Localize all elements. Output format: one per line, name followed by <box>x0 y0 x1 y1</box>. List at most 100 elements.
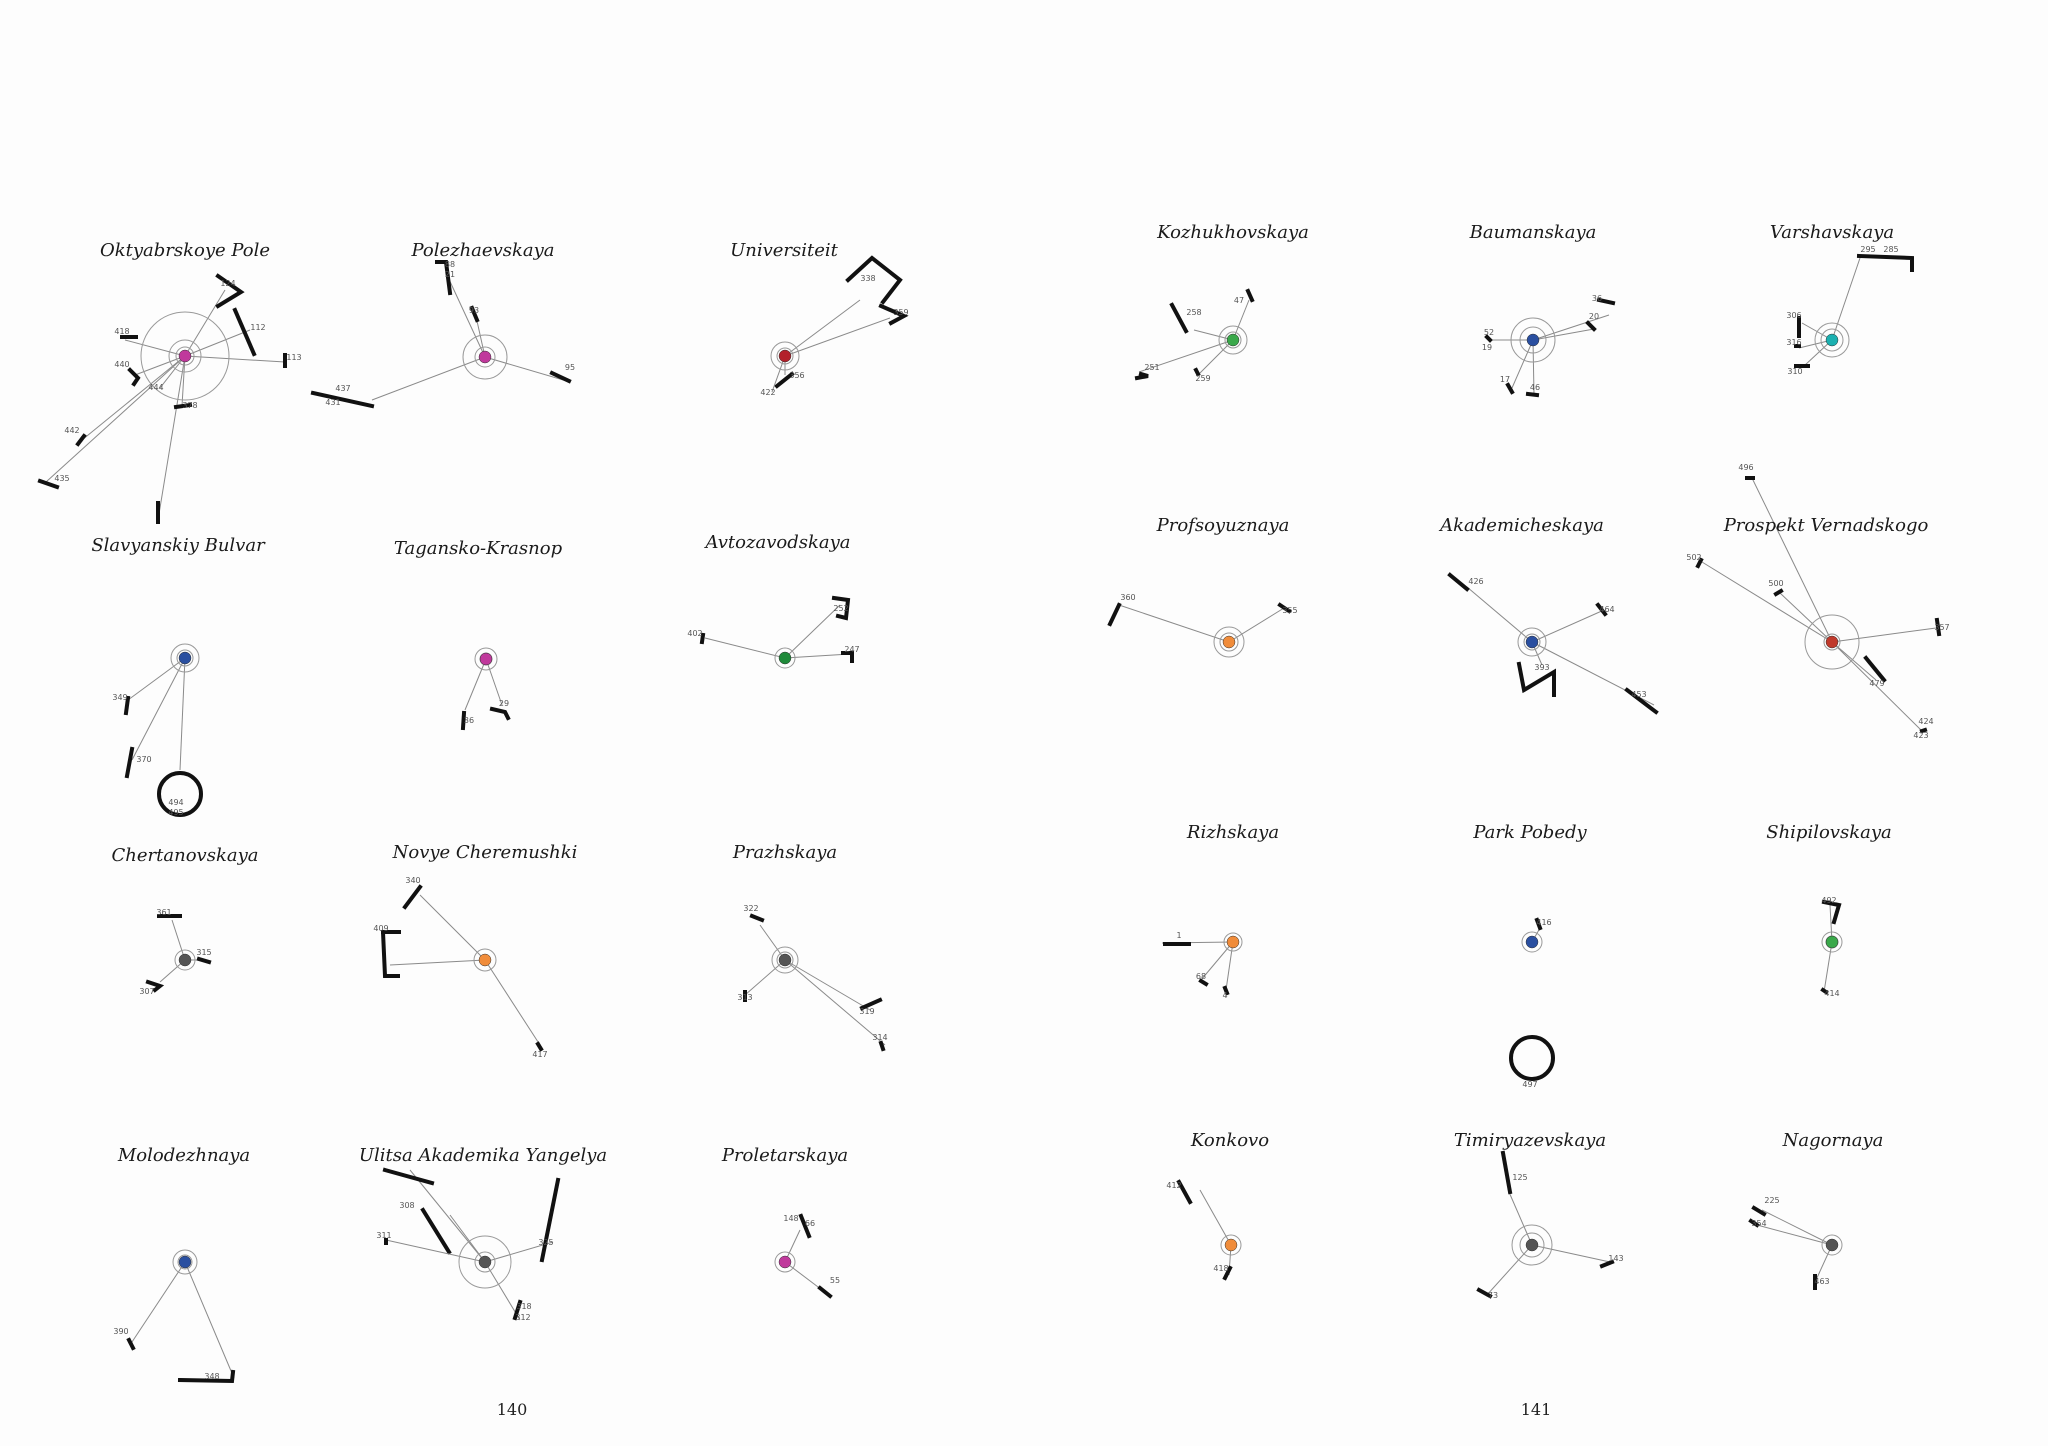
building-mark <box>1751 1205 1767 1217</box>
radius-ring <box>177 1254 193 1270</box>
connection-line <box>157 355 186 521</box>
station-title-universiteit: Universiteit <box>730 240 838 261</box>
building-id-label: 418 <box>1213 1264 1228 1273</box>
building-id-label: 354 <box>1751 1219 1766 1228</box>
connection-line <box>1532 328 1595 341</box>
connection-line <box>784 299 861 357</box>
building-id-label: 112 <box>250 323 265 332</box>
building-id-label: 113 <box>286 353 301 362</box>
building-mark <box>382 1167 435 1186</box>
building-id-label: 357 <box>1934 623 1949 632</box>
station-title-prospekt-vernadskogo: Prospekt Vernadskogo <box>1723 515 1929 536</box>
station-marker <box>1222 635 1236 649</box>
radius-ring <box>1804 614 1860 670</box>
building-mark <box>1176 1179 1193 1205</box>
building-id-label: 95 <box>565 363 575 372</box>
building-id-label: 422 <box>760 388 775 397</box>
building-id-label: 492 <box>1821 896 1836 905</box>
connection-line <box>1815 1244 1833 1281</box>
building-mark <box>1484 334 1493 343</box>
radius-ring <box>1510 317 1556 363</box>
connection-line <box>181 355 186 407</box>
building-id-label: 361 <box>156 908 171 917</box>
connection-line <box>1193 329 1234 341</box>
building-id-label: 318 <box>516 1302 531 1311</box>
radius-ring <box>1218 325 1248 355</box>
connection-line <box>409 1169 486 1263</box>
connection-line <box>45 355 186 483</box>
building-mark <box>310 390 375 409</box>
building-mark <box>402 884 423 910</box>
building-id-label: 310 <box>1787 367 1802 376</box>
connection-line <box>484 1261 521 1321</box>
building-mark <box>549 370 572 384</box>
station-title-timiryazevskaya: Timiryazevskaya <box>1453 1130 1607 1151</box>
building-id-label: 1 <box>1176 931 1181 940</box>
building-id-label: 66 <box>805 1219 815 1228</box>
building-id-label: 295 <box>1860 245 1875 254</box>
building-id-label: 500 <box>1768 579 1783 588</box>
radius-ring <box>140 311 230 401</box>
building-mark <box>173 402 193 410</box>
building-id-label: 21 <box>445 270 455 279</box>
building-mark <box>380 929 401 978</box>
building-id-label: 312 <box>515 1313 530 1322</box>
building-mark <box>1748 1218 1760 1228</box>
connection-line <box>184 289 226 357</box>
building-mark <box>469 305 480 323</box>
connection-line <box>744 959 786 996</box>
building-id-label: 409 <box>373 924 388 933</box>
radius-ring <box>1519 326 1547 354</box>
building-mark <box>145 979 165 993</box>
radius-ring <box>474 346 496 368</box>
radius-ring <box>473 948 497 972</box>
radius-ring <box>774 1251 796 1273</box>
connection-line <box>1531 1244 1611 1263</box>
building-id-label: 93 <box>469 306 479 315</box>
station-title-tagansko-krasnop: Tagansko-Krasnop <box>393 538 563 559</box>
building-mark <box>1624 687 1659 715</box>
building-mark <box>1863 655 1887 683</box>
building-id-label: 124 <box>220 279 235 288</box>
building-mark <box>489 706 511 721</box>
connection-line <box>1823 941 1833 993</box>
page-number-left: 140 <box>496 1400 528 1419</box>
station-title-baumanskaya: Baumanskaya <box>1469 222 1597 243</box>
radius-ring <box>771 946 799 974</box>
radius-ring <box>1821 1234 1843 1256</box>
building-id-label: 497 <box>1522 1080 1537 1089</box>
building-id-label: 442 <box>64 426 79 435</box>
radius-ring <box>1213 626 1245 658</box>
building-mark <box>1134 371 1149 381</box>
radius-ring <box>774 647 796 669</box>
building-id-label: 125 <box>1512 1173 1527 1182</box>
connection-line <box>484 356 571 383</box>
station-title-ulitsa-akademika-yangelya: Ulitsa Akademika Yangelya <box>358 1145 608 1166</box>
radius-ring <box>172 1249 198 1275</box>
large-site-ring <box>1509 1035 1555 1081</box>
building-mark <box>535 1041 544 1052</box>
building-id-label: 453 <box>1631 690 1646 699</box>
building-mark <box>699 632 706 645</box>
building-id-label: 494 <box>168 798 183 807</box>
building-mark <box>232 307 257 357</box>
building-id-label: 29 <box>499 699 509 708</box>
building-id-label: 143 <box>1608 1254 1623 1263</box>
building-id-label: 68 <box>1196 972 1206 981</box>
radius-ring <box>474 647 498 671</box>
station-marker <box>478 350 492 364</box>
connection-line <box>1831 627 1937 643</box>
building-mark <box>831 595 851 621</box>
building-mark <box>1476 1287 1493 1299</box>
building-mark <box>1500 1150 1513 1195</box>
building-id-label: 502 <box>1686 553 1701 562</box>
radius-ring <box>462 334 508 380</box>
connection-line <box>1228 607 1285 643</box>
